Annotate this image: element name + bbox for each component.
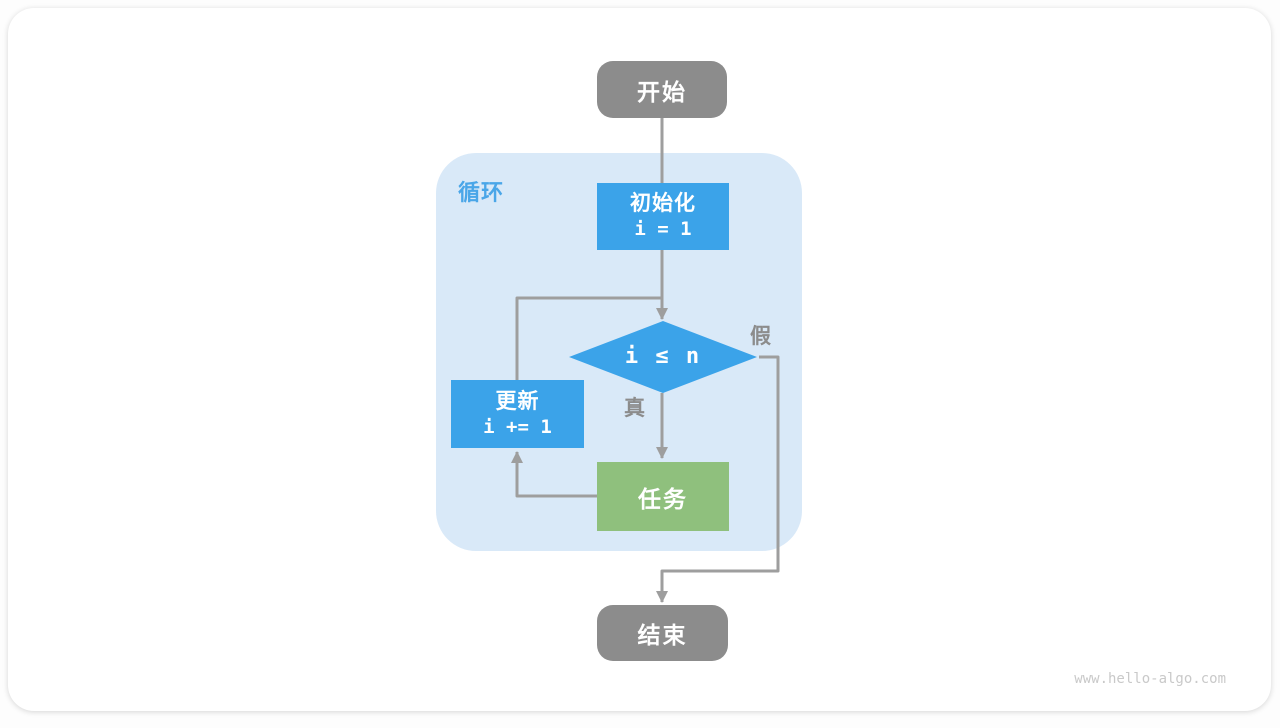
node-initialize-code: i = 1: [634, 218, 692, 241]
diagram-card: 循环 开始 初始化 i = 1 i ≤ n 更新 i += 1 任务 结束 真 …: [8, 8, 1271, 711]
node-start: 开始: [597, 61, 727, 118]
node-end-label: 结束: [637, 622, 688, 648]
edge-label-true: 真: [624, 397, 645, 420]
edge-label-false: 假: [750, 325, 771, 348]
node-task-label: 任务: [638, 485, 688, 512]
node-update-label: 更新: [495, 389, 540, 413]
node-start-label: 开始: [637, 78, 687, 105]
node-end: 结束: [597, 605, 728, 661]
site-watermark: www.hello-algo.com: [1074, 671, 1226, 687]
node-task: 任务: [597, 462, 729, 531]
node-initialize-label: 初始化: [630, 192, 696, 216]
node-update-code: i += 1: [483, 415, 552, 438]
node-condition-code: i ≤ n: [624, 343, 702, 369]
node-update: 更新 i += 1: [451, 380, 584, 448]
loop-scope-label: 循环: [458, 180, 505, 205]
node-initialize: 初始化 i = 1: [597, 183, 729, 250]
